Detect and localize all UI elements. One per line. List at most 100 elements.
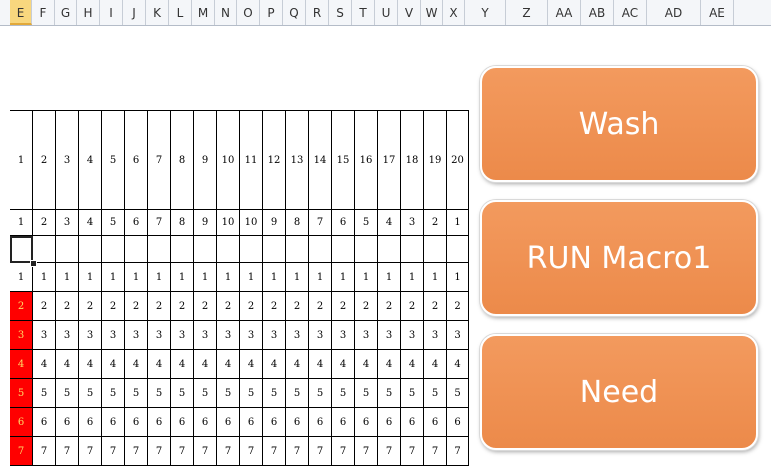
data-row-4-cell-19[interactable]: 4 [424,350,447,379]
column-header-ae[interactable]: AE [701,0,734,25]
blank-row-cell-16[interactable] [355,236,378,263]
data-row-4-cell-13[interactable]: 4 [286,350,309,379]
column-header-q[interactable]: Q [283,0,306,25]
header-row-cell-12[interactable]: 12 [263,110,286,210]
data-row-7-cell-6[interactable]: 7 [125,437,148,466]
column-header-ad[interactable]: AD [647,0,701,25]
mirror-row-cell-18[interactable]: 3 [401,210,424,236]
blank-row-cell-10[interactable] [217,236,240,263]
header-row-cell-14[interactable]: 14 [309,110,332,210]
data-row-2-cell-9[interactable]: 2 [194,292,217,321]
data-row-4-cell-10[interactable]: 4 [217,350,240,379]
data-row-6-cell-15[interactable]: 6 [332,408,355,437]
data-row-2-cell-7[interactable]: 2 [148,292,171,321]
header-row-cell-18[interactable]: 18 [401,110,424,210]
data-row-4-cell-12[interactable]: 4 [263,350,286,379]
data-row-6-cell-10[interactable]: 6 [217,408,240,437]
data-row-2-cell-20[interactable]: 2 [447,292,469,321]
data-row-6-cell-20[interactable]: 6 [447,408,469,437]
data-row-6-cell-9[interactable]: 6 [194,408,217,437]
wash-button[interactable]: Wash [480,66,758,182]
column-header-x[interactable]: X [443,0,465,25]
header-row-cell-13[interactable]: 13 [286,110,309,210]
blank-row-cell-11[interactable] [240,236,263,263]
data-row-6-cell-16[interactable]: 6 [355,408,378,437]
data-row-3-cell-5[interactable]: 3 [102,321,125,350]
data-row-6-cell-17[interactable]: 6 [378,408,401,437]
data-row-3-cell-2[interactable]: 3 [33,321,56,350]
blank-row-cell-19[interactable] [424,236,447,263]
mirror-row-cell-1[interactable]: 1 [10,210,33,236]
data-row-2-cell-19[interactable]: 2 [424,292,447,321]
data-row-6-cell-7[interactable]: 6 [148,408,171,437]
column-header-m[interactable]: M [192,0,215,25]
data-row-5-cell-13[interactable]: 5 [286,379,309,408]
data-row-5-cell-2[interactable]: 5 [33,379,56,408]
data-row-5-cell-16[interactable]: 5 [355,379,378,408]
data-row-2-cell-18[interactable]: 2 [401,292,424,321]
data-row-4-cell-14[interactable]: 4 [309,350,332,379]
mirror-row-cell-16[interactable]: 5 [355,210,378,236]
data-row-6-cell-13[interactable]: 6 [286,408,309,437]
data-row-4-cell-2[interactable]: 4 [33,350,56,379]
data-row-3-cell-15[interactable]: 3 [332,321,355,350]
data-row-7-cell-3[interactable]: 7 [56,437,79,466]
data-row-5-cell-5[interactable]: 5 [102,379,125,408]
data-row-2-cell-5[interactable]: 2 [102,292,125,321]
column-header-f[interactable]: F [32,0,55,25]
column-header-ab[interactable]: AB [581,0,614,25]
data-row-6-cell-14[interactable]: 6 [309,408,332,437]
data-row-3-cell-6[interactable]: 3 [125,321,148,350]
mirror-row-cell-8[interactable]: 8 [171,210,194,236]
data-row-4-cell-8[interactable]: 4 [171,350,194,379]
data-row-2-cell-2[interactable]: 2 [33,292,56,321]
data-row-4-cell-7[interactable]: 4 [148,350,171,379]
header-row-cell-1[interactable]: 1 [10,110,33,210]
data-row-6-cell-6[interactable]: 6 [125,408,148,437]
data-row-1-cell-12[interactable]: 1 [263,263,286,292]
data-row-4-cell-16[interactable]: 4 [355,350,378,379]
run-macro1-button[interactable]: RUN Macro1 [480,200,758,316]
data-row-1-cell-7[interactable]: 1 [148,263,171,292]
header-row-cell-20[interactable]: 20 [447,110,469,210]
data-row-1-cell-3[interactable]: 1 [56,263,79,292]
mirror-row-cell-7[interactable]: 7 [148,210,171,236]
blank-row-cell-17[interactable] [378,236,401,263]
data-row-7-cell-2[interactable]: 7 [33,437,56,466]
header-row-cell-3[interactable]: 3 [56,110,79,210]
data-row-7-cell-1[interactable]: 7 [10,437,33,466]
data-row-1-cell-5[interactable]: 1 [102,263,125,292]
header-row-cell-11[interactable]: 11 [240,110,263,210]
data-row-5-cell-19[interactable]: 5 [424,379,447,408]
data-row-6-cell-5[interactable]: 6 [102,408,125,437]
data-row-2-cell-8[interactable]: 2 [171,292,194,321]
data-row-1-cell-9[interactable]: 1 [194,263,217,292]
data-row-2-cell-16[interactable]: 2 [355,292,378,321]
mirror-row-cell-11[interactable]: 10 [240,210,263,236]
column-header-k[interactable]: K [146,0,169,25]
data-row-7-cell-11[interactable]: 7 [240,437,263,466]
data-row-2-cell-10[interactable]: 2 [217,292,240,321]
header-row-cell-6[interactable]: 6 [125,110,148,210]
data-row-4-cell-15[interactable]: 4 [332,350,355,379]
header-row-cell-7[interactable]: 7 [148,110,171,210]
data-row-7-cell-18[interactable]: 7 [401,437,424,466]
data-row-2-cell-13[interactable]: 2 [286,292,309,321]
data-row-1-cell-6[interactable]: 1 [125,263,148,292]
header-row-cell-2[interactable]: 2 [33,110,56,210]
data-row-7-cell-12[interactable]: 7 [263,437,286,466]
data-row-1-cell-13[interactable]: 1 [286,263,309,292]
blank-row-cell-6[interactable] [125,236,148,263]
column-header-l[interactable]: L [169,0,192,25]
column-header-ac[interactable]: AC [614,0,647,25]
header-row-cell-9[interactable]: 9 [194,110,217,210]
blank-row-cell-18[interactable] [401,236,424,263]
column-header-e[interactable]: E [10,0,32,25]
data-row-1-cell-18[interactable]: 1 [401,263,424,292]
data-row-3-cell-17[interactable]: 3 [378,321,401,350]
blank-row-cell-4[interactable] [79,236,102,263]
data-row-7-cell-5[interactable]: 7 [102,437,125,466]
header-row-cell-16[interactable]: 16 [355,110,378,210]
data-row-4-cell-4[interactable]: 4 [79,350,102,379]
data-row-5-cell-6[interactable]: 5 [125,379,148,408]
